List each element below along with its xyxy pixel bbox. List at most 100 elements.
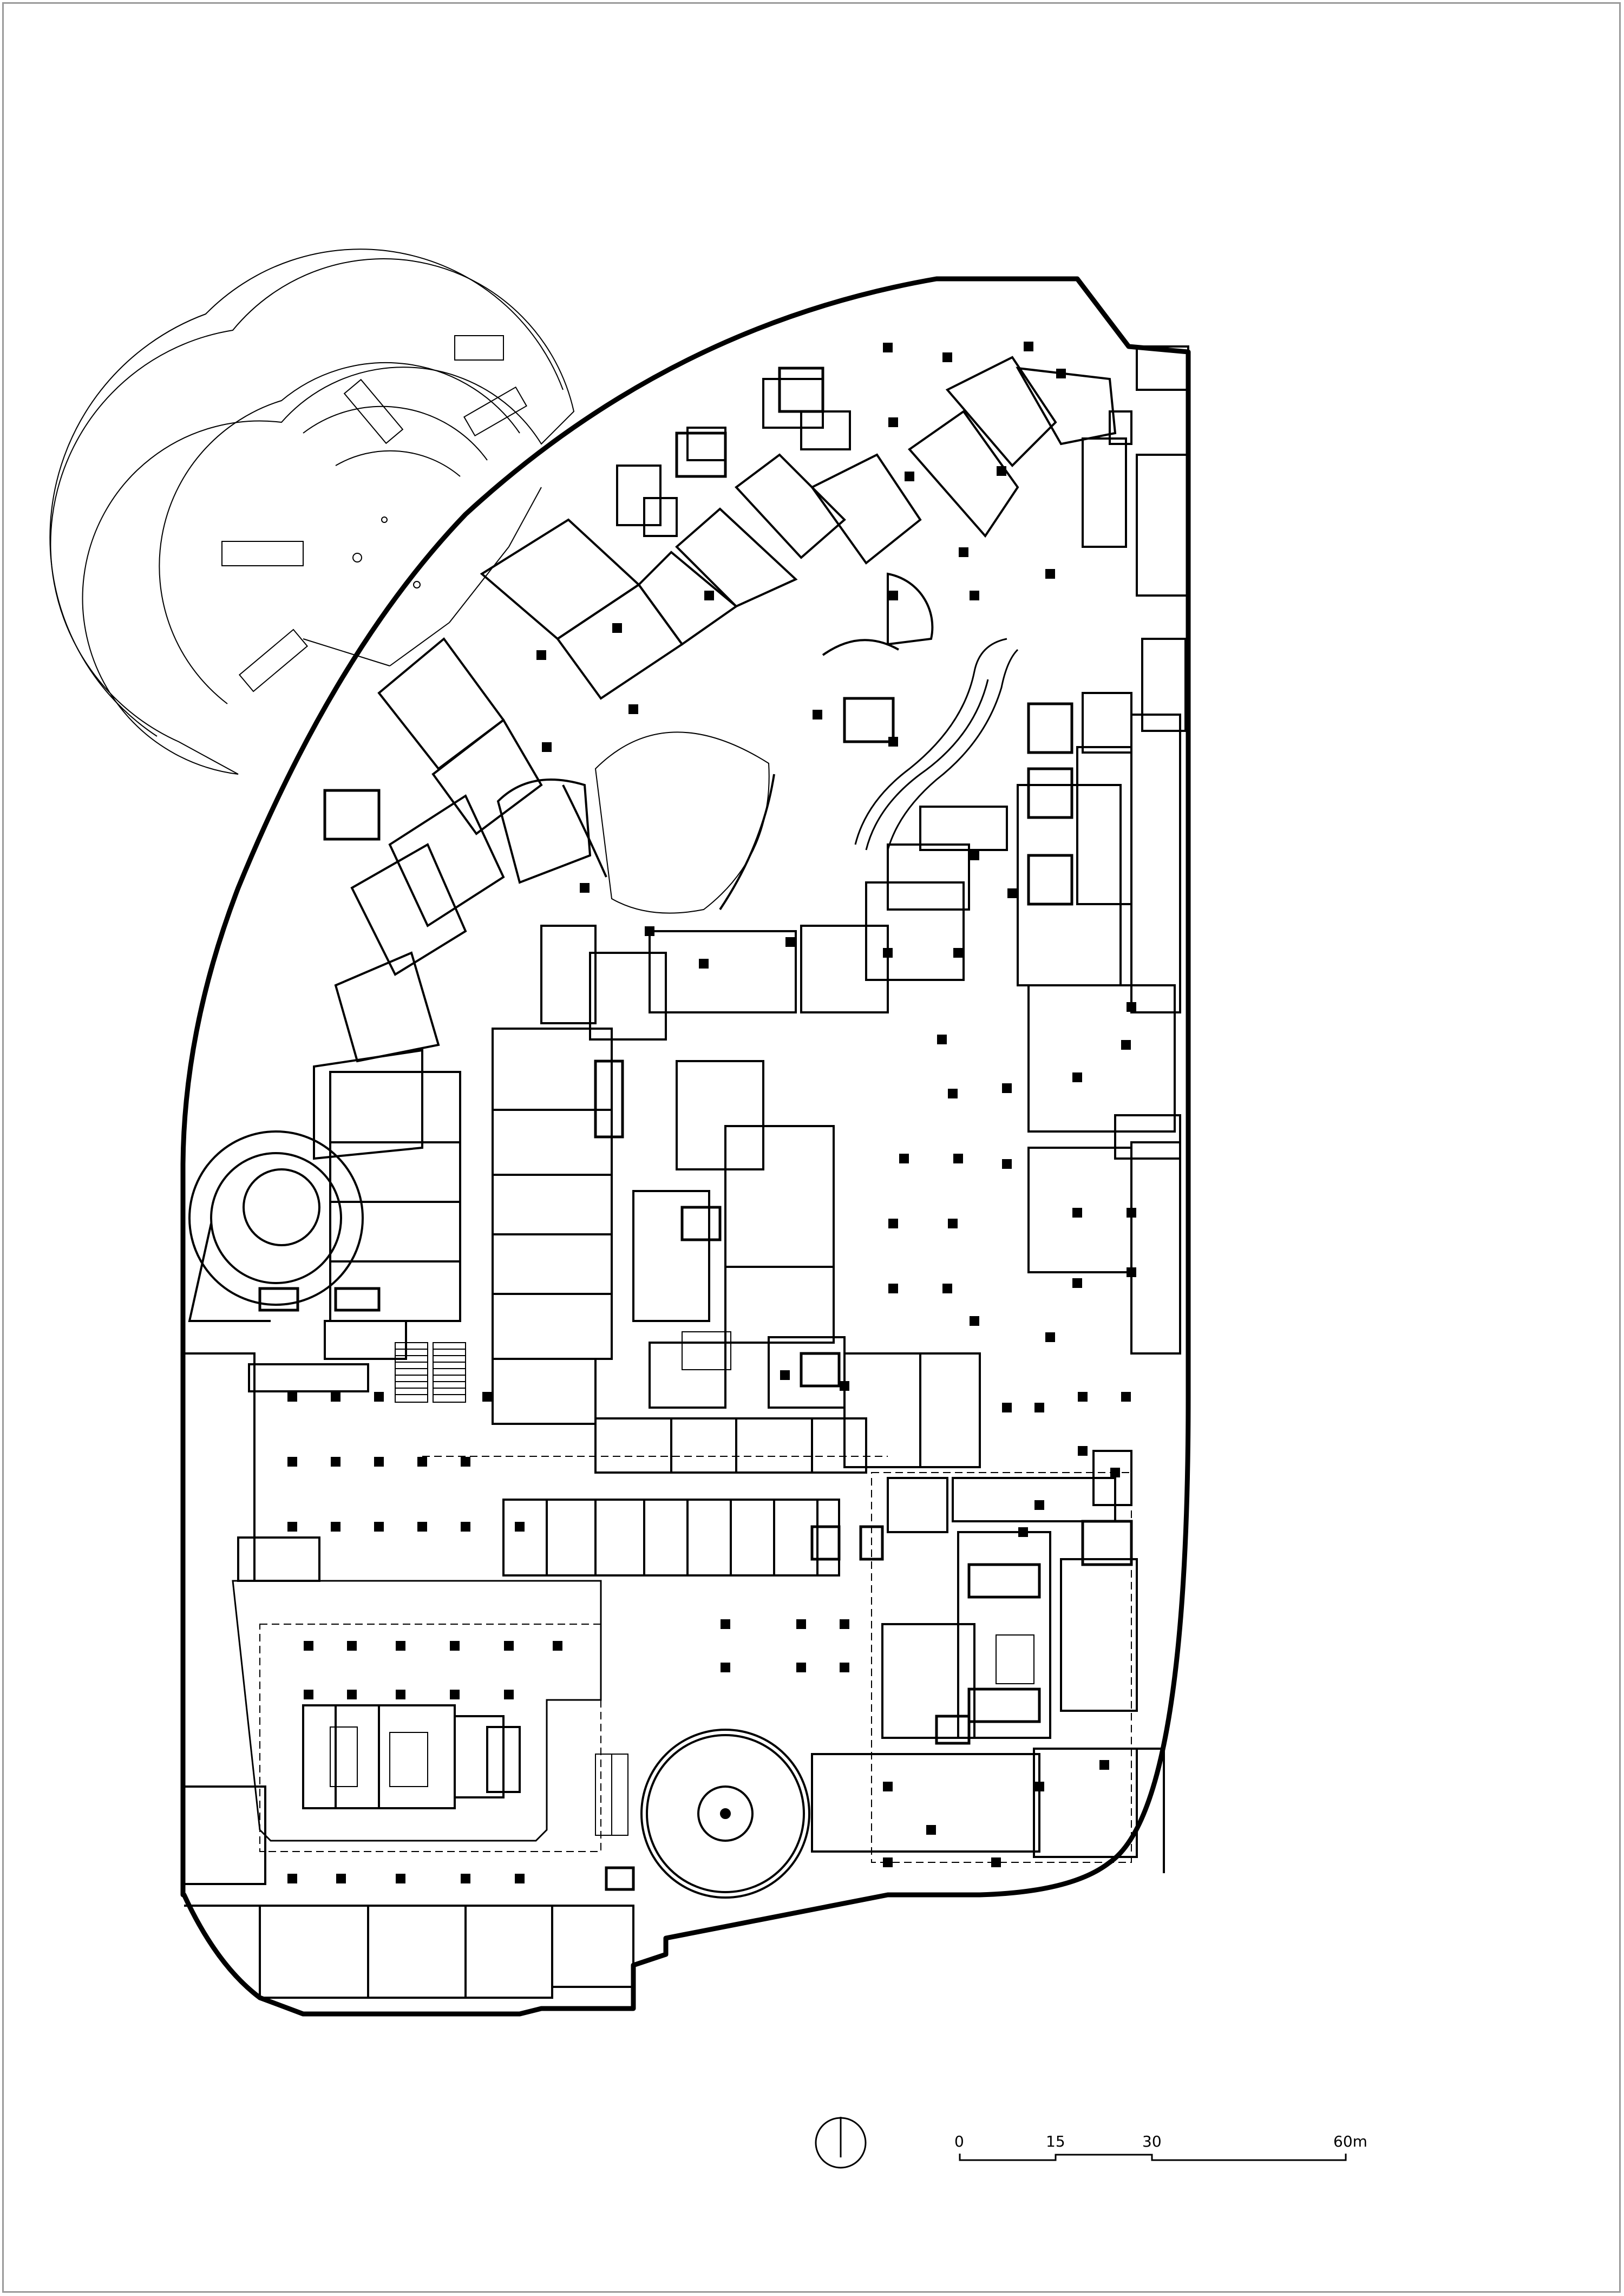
column-87 [926, 1825, 936, 1835]
column-46 [1121, 1392, 1131, 1402]
column-54 [374, 1457, 384, 1467]
column-22 [883, 948, 893, 958]
column-49 [287, 1392, 297, 1402]
column-8 [888, 591, 898, 600]
column-93 [840, 1381, 849, 1391]
column-44 [1034, 1403, 1044, 1412]
column-20 [645, 926, 654, 936]
stairs-and-escalators [330, 1331, 1034, 1836]
column-63 [482, 1392, 492, 1402]
scale-label-15: 15 [1046, 2133, 1065, 2150]
column-7 [959, 547, 968, 557]
scale-label-30: 30 [1142, 2133, 1162, 2150]
scale-label-60m: 60m [1333, 2133, 1367, 2150]
column-80 [840, 1663, 849, 1672]
column-29 [1072, 1072, 1082, 1082]
column-74 [504, 1690, 514, 1699]
column-90 [883, 1857, 893, 1867]
column-91 [991, 1857, 1001, 1867]
column-25 [970, 851, 979, 860]
column-59 [417, 1522, 427, 1532]
column-17 [813, 710, 822, 719]
column-27 [948, 1089, 958, 1098]
column-72 [396, 1690, 405, 1699]
column-94 [1078, 1446, 1088, 1456]
column-31 [1127, 1002, 1136, 1012]
column-64 [304, 1641, 313, 1651]
column-78 [721, 1663, 730, 1672]
column-53 [331, 1457, 340, 1467]
column-24 [1007, 888, 1017, 898]
column-3 [1056, 369, 1066, 378]
column-68 [504, 1641, 514, 1651]
column-35 [888, 1219, 898, 1228]
column-28 [1002, 1083, 1012, 1093]
column-30 [1121, 1040, 1131, 1050]
interior-walls [183, 345, 1189, 1999]
column-15 [1045, 569, 1055, 579]
column-52 [287, 1457, 297, 1467]
column-50 [331, 1392, 340, 1402]
column-47 [970, 1316, 979, 1326]
column-37 [888, 1284, 898, 1293]
structural-columns [287, 342, 1136, 1883]
column-2 [1024, 342, 1033, 351]
column-18 [785, 937, 795, 947]
column-77 [840, 1619, 849, 1629]
column-45 [1078, 1392, 1088, 1402]
column-5 [905, 472, 914, 481]
column-0 [883, 343, 893, 352]
column-67 [450, 1641, 460, 1651]
column-32 [899, 1154, 909, 1163]
column-75 [721, 1619, 730, 1629]
column-71 [347, 1690, 357, 1699]
column-13 [628, 704, 638, 714]
column-23 [953, 948, 963, 958]
rotunda-atrium [49, 248, 575, 775]
column-11 [536, 650, 546, 660]
column-58 [374, 1522, 384, 1532]
column-55 [417, 1457, 427, 1467]
column-56 [287, 1522, 297, 1532]
column-79 [796, 1663, 806, 1672]
column-39 [1072, 1278, 1082, 1288]
column-40 [1127, 1267, 1136, 1277]
column-48 [1045, 1332, 1055, 1342]
curved-corridor [854, 638, 1019, 851]
column-4 [888, 417, 898, 427]
column-83 [396, 1874, 405, 1883]
column-84 [461, 1874, 470, 1883]
building-outline [180, 276, 1191, 2017]
column-97 [1034, 1500, 1044, 1510]
column-62 [461, 1457, 470, 1467]
service-cores [258, 367, 1133, 1891]
column-82 [336, 1874, 346, 1883]
column-33 [953, 1154, 963, 1163]
column-43 [1002, 1403, 1012, 1412]
column-38 [942, 1284, 952, 1293]
column-60 [461, 1522, 470, 1532]
column-66 [396, 1641, 405, 1651]
column-69 [553, 1641, 562, 1651]
column-81 [287, 1874, 297, 1883]
column-26 [937, 1035, 947, 1044]
column-12 [542, 742, 552, 752]
column-10 [612, 623, 622, 633]
scale-bar: 0 15 30 60m [954, 2133, 1367, 2161]
column-1 [942, 352, 952, 362]
column-76 [796, 1619, 806, 1629]
column-61 [515, 1522, 525, 1532]
column-70 [304, 1690, 313, 1699]
column-92 [780, 1370, 790, 1380]
column-42 [1127, 1208, 1136, 1218]
column-73 [450, 1690, 460, 1699]
column-19 [699, 959, 709, 969]
column-14 [970, 591, 979, 600]
column-9 [704, 591, 714, 600]
scale-label-0: 0 [954, 2133, 964, 2150]
column-89 [1099, 1760, 1109, 1770]
column-57 [331, 1522, 340, 1532]
